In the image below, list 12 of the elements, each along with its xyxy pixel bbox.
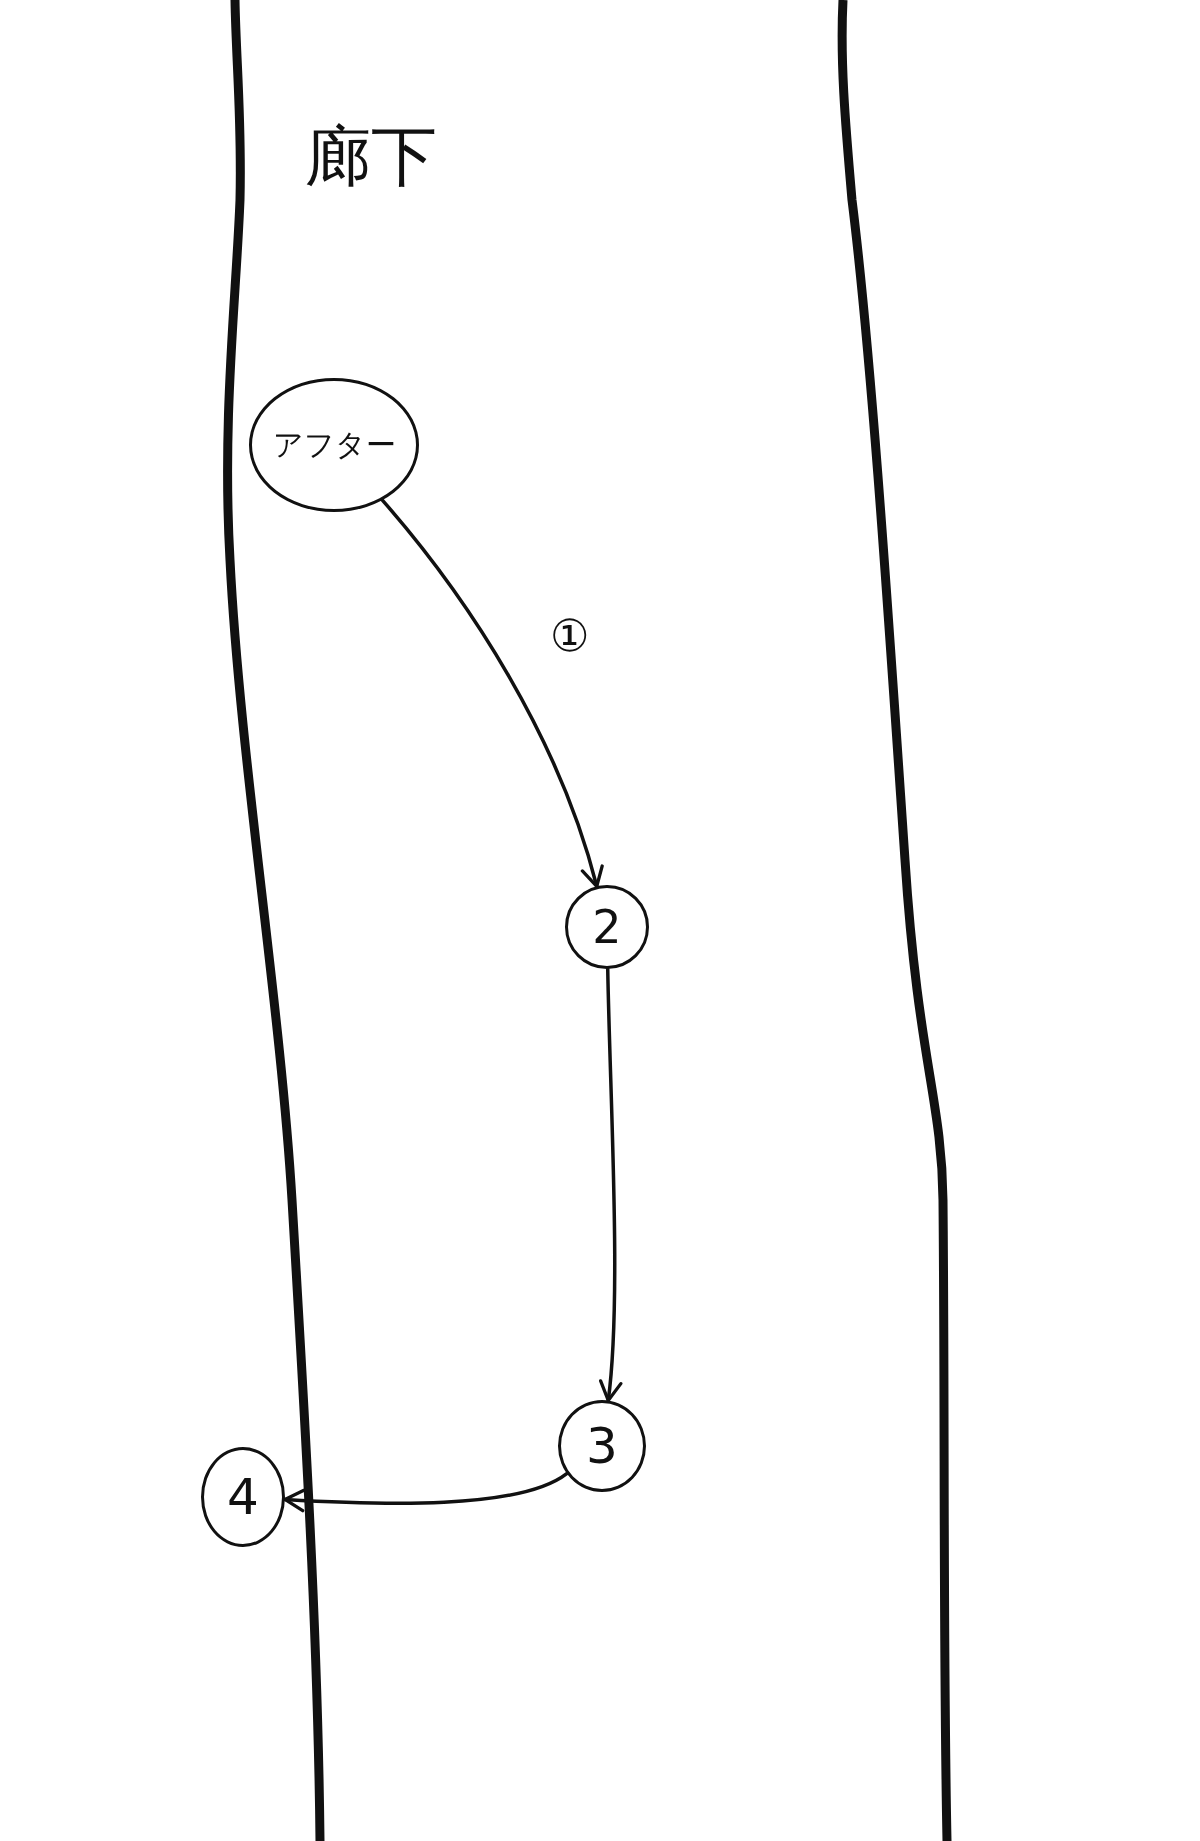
node-label: 3: [586, 1417, 618, 1475]
arrow: [283, 1471, 569, 1513]
corridor-label: 廊下: [305, 117, 437, 197]
node-label: 2: [592, 900, 622, 954]
circled-number: [558, 1400, 646, 1492]
node-label: 4: [227, 1468, 259, 1526]
circled-number: [201, 1447, 285, 1547]
node-label: アフター: [272, 425, 396, 464]
circled-number: [565, 885, 649, 969]
ellipse-node: [249, 378, 419, 512]
arrow: [380, 498, 604, 888]
arrow: [598, 967, 622, 1403]
